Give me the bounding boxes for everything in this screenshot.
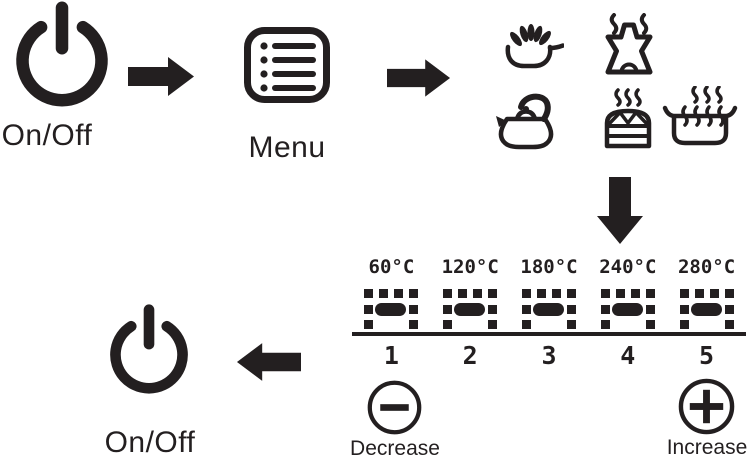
power-icon xyxy=(110,304,188,394)
decrease-label: Decrease xyxy=(350,437,440,460)
temp-label-3: 180°C xyxy=(520,256,578,278)
power-off-button[interactable] xyxy=(104,300,194,398)
temp-label-5: 280°C xyxy=(677,256,736,278)
level-4: 4 xyxy=(620,341,636,370)
decrease-button[interactable] xyxy=(366,379,423,436)
plus-circle-icon xyxy=(678,378,735,435)
increase-label: Increase xyxy=(666,436,748,459)
temp-label-2: 120°C xyxy=(441,256,499,278)
stir-fry-pan-icon xyxy=(505,24,564,69)
mode-kettle-button[interactable] xyxy=(491,90,561,150)
mode-steamer-button[interactable] xyxy=(602,88,654,150)
heat-zone-indicator-icon xyxy=(364,289,419,329)
menu-button[interactable] xyxy=(243,26,331,104)
power-on-button[interactable] xyxy=(9,1,115,107)
level-2: 2 xyxy=(462,341,478,370)
heat-zone-indicator-icon xyxy=(679,289,734,329)
steamer-cake-icon xyxy=(604,88,652,149)
boiling-pot-icon xyxy=(662,86,738,146)
mode-hotpot-button[interactable] xyxy=(598,13,660,77)
heat-zone-indicator-icon xyxy=(600,289,655,329)
heat-zone-indicator-icon xyxy=(521,289,576,329)
level-5: 5 xyxy=(699,341,715,370)
kettle-boil-icon xyxy=(496,93,554,150)
temp-label-1: 60°C xyxy=(368,256,415,278)
menu-label: Menu xyxy=(248,131,326,164)
increase-button[interactable] xyxy=(677,377,736,436)
temperature-labels: 60°C 120°C 180°C 240°C 280°C xyxy=(352,256,746,280)
flow-arrow-right-1 xyxy=(128,57,194,96)
power-off-label: On/Off xyxy=(104,426,196,459)
mode-stir-fry-button[interactable] xyxy=(500,24,564,74)
level-1: 1 xyxy=(383,341,399,370)
flow-arrow-down xyxy=(597,177,643,244)
power-icon xyxy=(16,1,108,107)
heat-zone-indicators xyxy=(352,289,746,329)
power-on-label: On/Off xyxy=(1,119,93,152)
mode-boil-pot-button[interactable] xyxy=(661,86,739,150)
flow-arrow-right-2 xyxy=(387,59,451,97)
minus-circle-icon xyxy=(367,380,422,435)
flow-arrow-left xyxy=(236,343,301,381)
temp-label-4: 240°C xyxy=(599,256,657,278)
heat-zone-indicator-icon xyxy=(443,289,498,329)
level-3: 3 xyxy=(541,341,557,370)
level-numbers: 1 2 3 4 5 xyxy=(352,341,746,370)
temperature-scale: 60°C 120°C 180°C 240°C 280°C 1 2 3 4 5 xyxy=(352,256,746,370)
menu-list-icon xyxy=(244,27,330,103)
hotpot-stove-icon xyxy=(605,13,653,75)
scale-divider-line xyxy=(352,332,746,336)
